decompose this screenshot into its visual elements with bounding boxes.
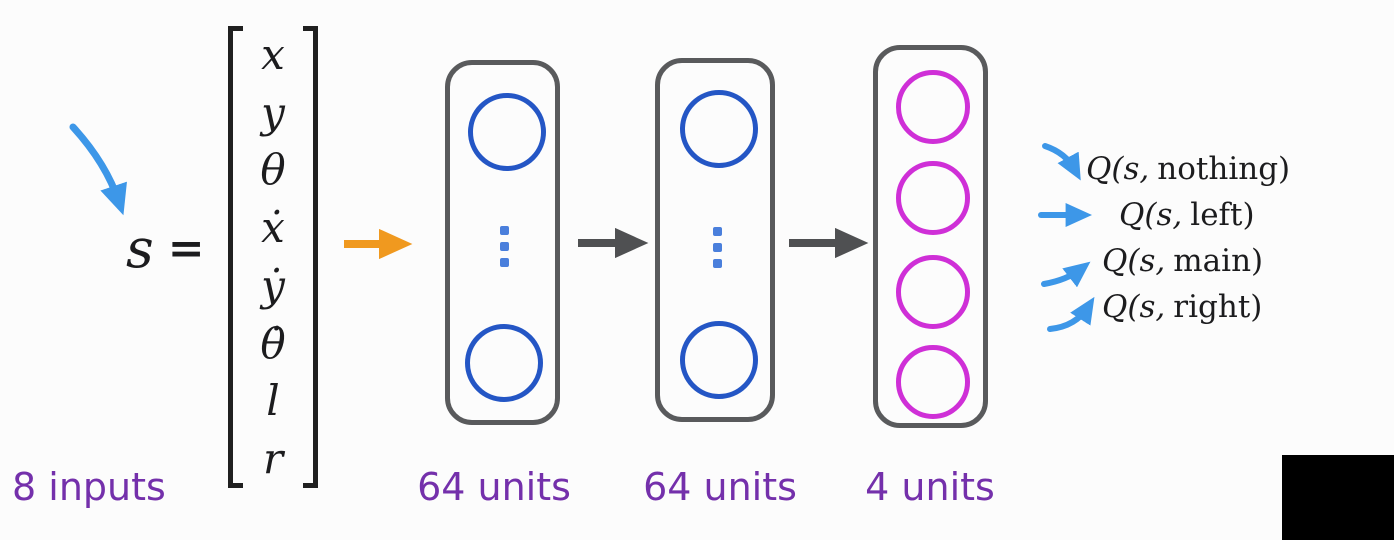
layer1-units-label: 64 units	[417, 465, 571, 509]
q-action-part: right)	[1173, 289, 1263, 325]
vector-element-ydot: ẏ	[261, 260, 285, 310]
q-function-part: Q(s,	[1119, 197, 1183, 233]
hidden-layer-2-unit-top	[680, 90, 758, 168]
vector-element-theta: θ	[260, 145, 286, 195]
layer2-units-label: 64 units	[643, 465, 797, 509]
vector-element-r: r	[262, 434, 284, 484]
layer3-units-label: 4 units	[865, 465, 995, 509]
q-action-part: main)	[1173, 243, 1264, 279]
state-vector: x y θ ẋ ẏ θ̇ l r	[228, 26, 318, 488]
vector-elements: x y θ ẋ ẏ θ̇ l r	[228, 26, 318, 488]
q-nothing-arrow	[1042, 143, 1081, 181]
vector-left-bracket	[228, 26, 243, 488]
output-unit-2	[896, 161, 970, 235]
vector-right-bracket	[303, 26, 318, 488]
q-function-part: Q(s,	[1102, 243, 1166, 279]
equals-sign: =	[167, 223, 205, 274]
hidden-layer-1-box	[445, 60, 560, 425]
state-symbol: s	[126, 217, 154, 280]
state-equation: s =	[126, 222, 205, 276]
ellipsis-dot	[500, 226, 509, 235]
q-action-part: nothing)	[1157, 151, 1291, 187]
ellipsis-dot	[500, 242, 509, 251]
corner-black-block	[1282, 455, 1394, 540]
q-output-label-right: Q(s, right)	[1102, 289, 1262, 325]
output-unit-1	[896, 70, 970, 144]
vector-element-thetadot: θ̇	[260, 318, 286, 368]
state-pointer-arrow	[69, 123, 127, 216]
q-right-arrow	[1047, 296, 1095, 332]
vector-element-l: l	[266, 376, 280, 426]
ellipsis-dot	[713, 243, 722, 252]
hidden-layer-1-unit-bottom	[465, 324, 543, 402]
hidden-layer-2-unit-bottom	[680, 321, 758, 399]
ellipsis-dot	[500, 258, 509, 267]
q-action-part: left)	[1190, 197, 1255, 233]
q-function-part: Q(s,	[1086, 151, 1150, 187]
inputs-count-label: 8 inputs	[12, 465, 166, 509]
q-function-part: Q(s,	[1102, 289, 1166, 325]
ellipsis-dot	[713, 259, 722, 268]
q-output-label-nothing: Q(s, nothing)	[1086, 151, 1290, 187]
q-output-label-main: Q(s, main)	[1102, 243, 1263, 279]
vector-element-x: x	[261, 29, 285, 79]
output-unit-4	[896, 345, 970, 419]
output-unit-3	[896, 255, 970, 329]
q-output-label-left: Q(s, left)	[1119, 197, 1255, 233]
vector-element-xdot: ẋ	[261, 203, 285, 253]
ellipsis-dot	[713, 227, 722, 236]
vector-element-y: y	[261, 87, 285, 137]
q-main-arrow	[1041, 261, 1091, 288]
hidden-layer-1-unit-top	[468, 93, 546, 171]
output-layer-box	[873, 45, 988, 428]
hidden-layer-2-box	[655, 58, 775, 422]
